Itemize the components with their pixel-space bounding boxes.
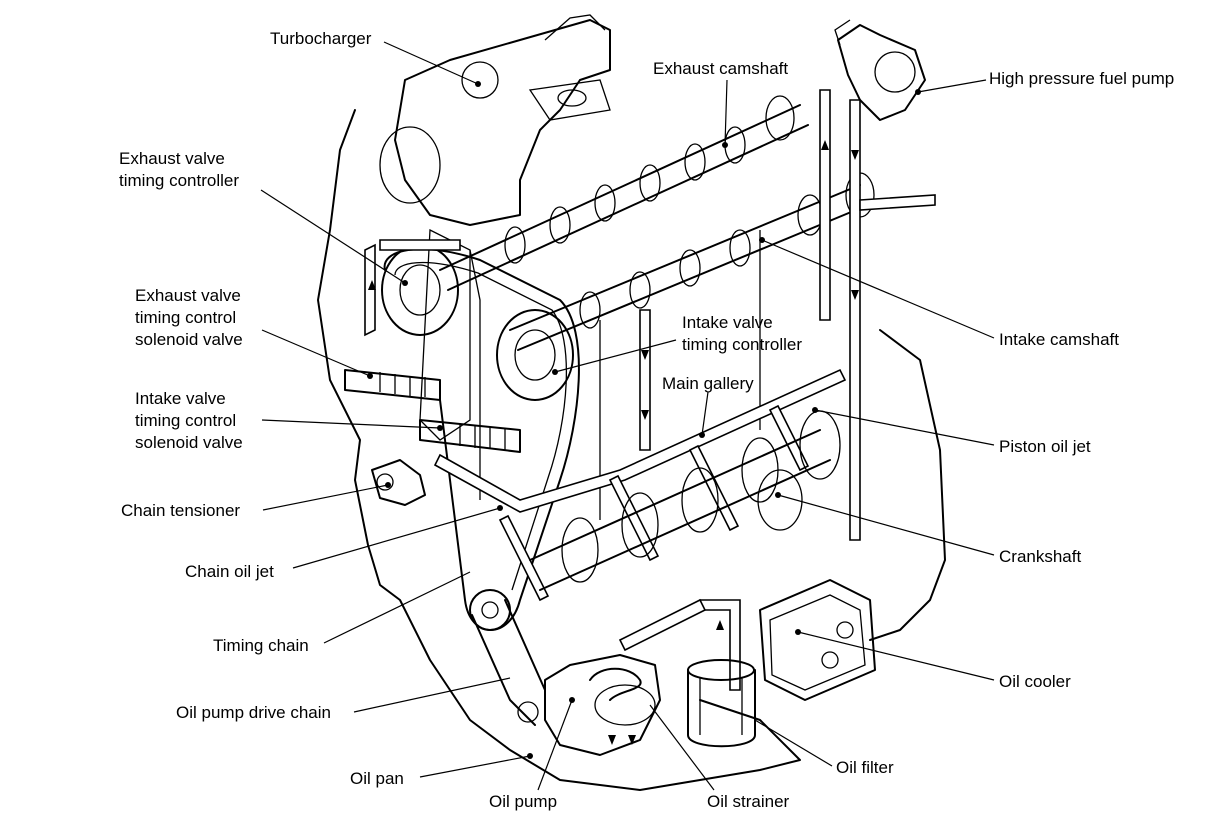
oil-pump-part [544, 654, 661, 756]
label-intake-camshaft: Intake camshaft [999, 330, 1120, 349]
label-exhaust-valve-timing-controller: Exhaust valve timing controller [119, 149, 239, 190]
label-oil-strainer: Oil strainer [707, 792, 790, 811]
oil-filter-part [687, 659, 756, 748]
label-exhaust-valve-solenoid: Exhaust valve timing control solenoid va… [135, 286, 243, 349]
label-oil-pump: Oil pump [489, 792, 558, 811]
label-main-gallery: Main gallery [662, 374, 754, 393]
solenoid-valves-part [344, 369, 521, 453]
engine-block [317, 109, 946, 791]
turbocharger-part [379, 14, 611, 226]
label-intake-valve-solenoid: Intake valve timing control solenoid val… [135, 389, 243, 452]
label-oil-cooler: Oil cooler [999, 672, 1071, 691]
flow-arrows [368, 140, 859, 745]
label-oil-pump-drive-chain: Oil pump drive chain [176, 703, 331, 722]
label-high-pressure-fuel-pump: High pressure fuel pump [989, 69, 1175, 88]
intake-camshaft-part [509, 172, 875, 351]
label-oil-pan: Oil pan [350, 769, 404, 788]
exhaust-camshaft-part [439, 95, 809, 291]
oil-cooler-part [759, 579, 876, 701]
label-exhaust-camshaft: Exhaust camshaft [653, 59, 789, 78]
label-crankshaft: Crankshaft [999, 547, 1082, 566]
chain-tensioner-part [371, 459, 426, 506]
fuel-pump-part [834, 19, 926, 121]
leader-lines [260, 41, 995, 791]
oil-passages [364, 89, 936, 691]
label-oil-filter: Oil filter [836, 758, 894, 777]
label-timing-chain: Timing chain [213, 636, 309, 655]
label-piston-oil-jet: Piston oil jet [999, 437, 1091, 456]
label-chain-oil-jet: Chain oil jet [185, 562, 274, 581]
label-turbocharger: Turbocharger [270, 29, 372, 48]
label-chain-tensioner: Chain tensioner [121, 501, 241, 520]
label-intake-valve-timing-controller: Intake valve timing controller [682, 313, 802, 354]
